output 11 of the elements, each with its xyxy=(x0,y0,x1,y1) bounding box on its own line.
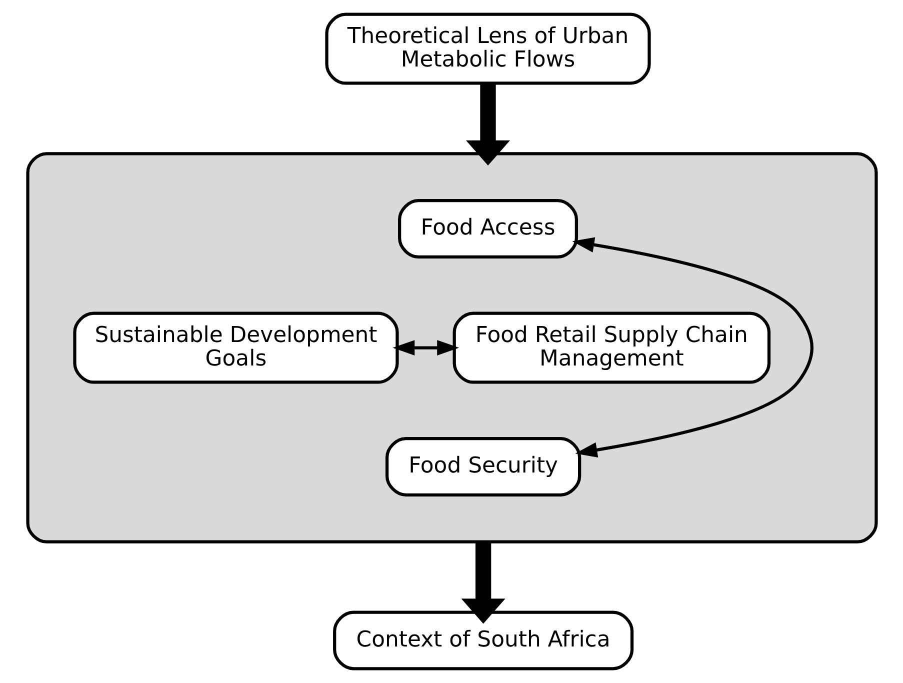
node-box: Context of South Africa xyxy=(332,610,634,670)
arrow xyxy=(392,340,459,356)
cluster xyxy=(26,152,878,544)
arrow xyxy=(460,542,505,624)
node-box: Sustainable Development Goals xyxy=(72,312,398,384)
node-box: Food Retail Supply Chain Management xyxy=(452,312,770,384)
node-box: Food Security xyxy=(384,437,581,496)
node-box: Food Access xyxy=(398,199,578,259)
arrow xyxy=(572,237,813,458)
arrow xyxy=(465,84,510,166)
node-box: Theoretical Lens of Urban Metabolic Flows xyxy=(324,12,650,85)
